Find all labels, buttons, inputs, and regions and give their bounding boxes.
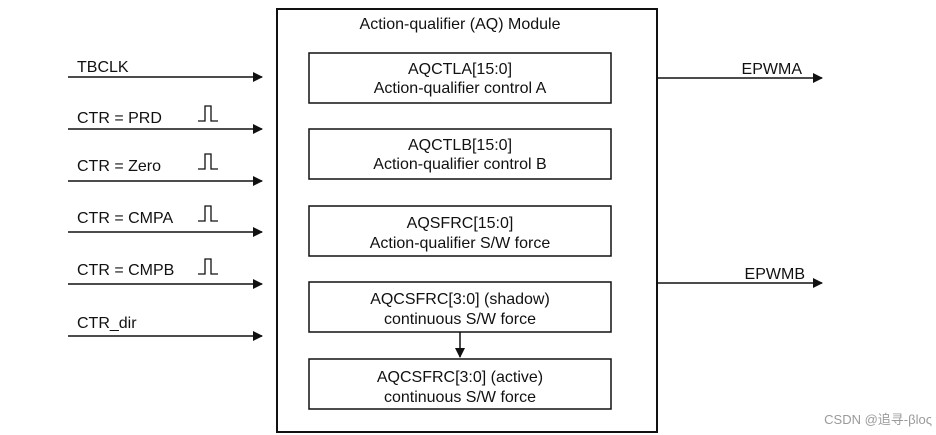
register-name: AQCSFRC[3:0] (active) — [377, 369, 543, 386]
input-label: CTR = CMPA — [77, 210, 173, 227]
input-ctr-cmpa: CTR = CMPA — [68, 205, 263, 237]
input-label: CTR = PRD — [77, 110, 162, 127]
input-ctr-dir: CTR_dir — [68, 315, 263, 341]
input-label: CTR_dir — [77, 315, 137, 332]
aq-module-box — [276, 8, 658, 433]
pulse-icon — [198, 153, 218, 170]
input-tbclk: TBCLK — [68, 59, 263, 82]
register-desc: Action-qualifier control A — [374, 80, 547, 97]
register-desc: Action-qualifier S/W force — [370, 235, 551, 252]
register-aqcsfrc-active: AQCSFRC[3:0] (active) continuous S/W for… — [308, 358, 612, 410]
register-desc: continuous S/W force — [384, 311, 536, 328]
module-title: Action-qualifier (AQ) Module — [360, 16, 561, 33]
input-ctr-cmpb: CTR = CMPB — [68, 258, 263, 289]
output-epwmb: EPWMB — [657, 266, 823, 288]
output-epwma: EPWMA — [657, 61, 823, 83]
register-aqctla: AQCTLA[15:0] Action-qualifier control A — [308, 52, 612, 104]
register-aqcsfrc-shadow: AQCSFRC[3:0] (shadow) continuous S/W for… — [308, 281, 612, 333]
pulse-icon — [198, 258, 218, 275]
output-label: EPWMA — [742, 61, 803, 78]
register-aqsfrc: AQSFRC[15:0] Action-qualifier S/W force — [308, 205, 612, 257]
register-name: AQCTLB[15:0] — [408, 137, 512, 154]
watermark-text: CSDN @追寻-βloς — [824, 412, 932, 427]
register-desc: continuous S/W force — [384, 389, 536, 406]
register-name: AQCTLA[15:0] — [408, 61, 512, 78]
pulse-icon — [198, 105, 218, 122]
pulse-icon — [198, 205, 218, 222]
input-ctr-prd: CTR = PRD — [68, 105, 263, 134]
input-ctr-zero: CTR = Zero — [68, 153, 263, 186]
input-label: TBCLK — [77, 59, 129, 76]
output-label: EPWMB — [745, 266, 805, 283]
register-name: AQCSFRC[3:0] (shadow) — [370, 291, 550, 308]
register-desc: Action-qualifier control B — [373, 156, 546, 173]
register-aqctlb: AQCTLB[15:0] Action-qualifier control B — [308, 128, 612, 180]
register-name: AQSFRC[15:0] — [407, 215, 514, 232]
input-label: CTR = CMPB — [77, 262, 174, 279]
input-label: CTR = Zero — [77, 158, 161, 175]
